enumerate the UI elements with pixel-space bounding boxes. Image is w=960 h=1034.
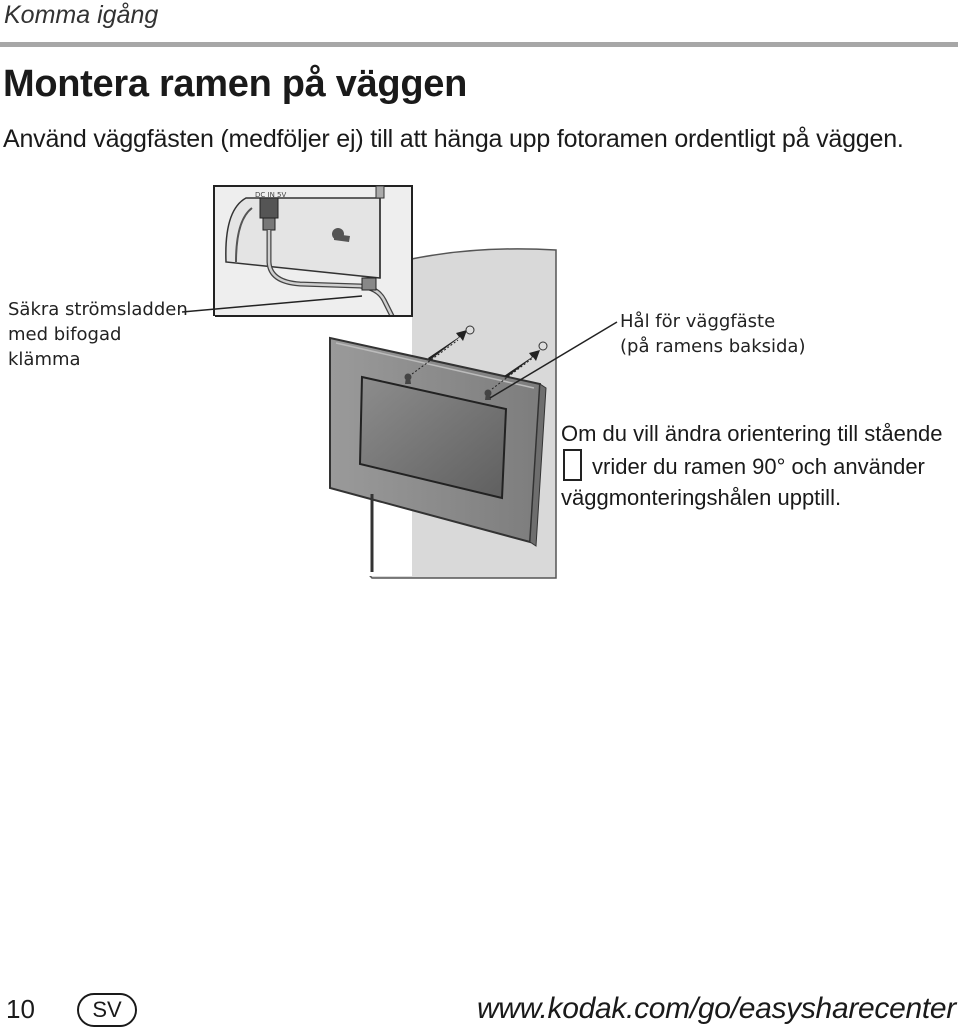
section-header: Komma igång bbox=[4, 1, 159, 29]
port-label: DC IN 5V bbox=[255, 191, 286, 199]
callout-power-line1: Säkra strömsladden bbox=[8, 299, 188, 320]
callout-power-line3: klämma bbox=[8, 349, 81, 370]
footer-url[interactable]: www.kodak.com/go/easysharecenter bbox=[477, 992, 956, 1025]
callout-power-line2: med bifogad bbox=[8, 324, 122, 345]
page-title: Montera ramen på väggen bbox=[3, 63, 467, 105]
callout-holes-line2: (på ramens baksida) bbox=[620, 336, 806, 357]
wall-mount-illustration: DC IN 5V bbox=[181, 185, 618, 579]
callout-holes-line bbox=[489, 321, 618, 399]
callout-power-line bbox=[181, 295, 363, 313]
language-badge: SV bbox=[77, 993, 137, 1027]
orientation-line2: vrider du ramen 90° och använder bbox=[592, 454, 925, 479]
orientation-line3: väggmonteringshålen upptill. bbox=[561, 485, 842, 510]
mount-arrows bbox=[411, 325, 548, 390]
orientation-note: Om du vill ändra orientering till ståend… bbox=[561, 418, 959, 513]
callout-power-cord: Säkra strömsladden med bifogad klämma bbox=[8, 297, 188, 372]
intro-text: Använd väggfästen (medföljer ej) till at… bbox=[3, 125, 904, 153]
portrait-frame-icon bbox=[563, 449, 582, 481]
header-rule bbox=[0, 42, 958, 47]
page-number: 10 bbox=[6, 994, 35, 1024]
callout-holes-line1: Hål för väggfäste bbox=[620, 311, 776, 332]
frame-screen bbox=[358, 375, 508, 500]
photo-frame bbox=[329, 336, 547, 547]
callout-mount-holes: Hål för väggfäste (på ramens baksida) bbox=[620, 309, 805, 359]
orientation-line1: Om du vill ändra orientering till ståend… bbox=[561, 421, 943, 446]
